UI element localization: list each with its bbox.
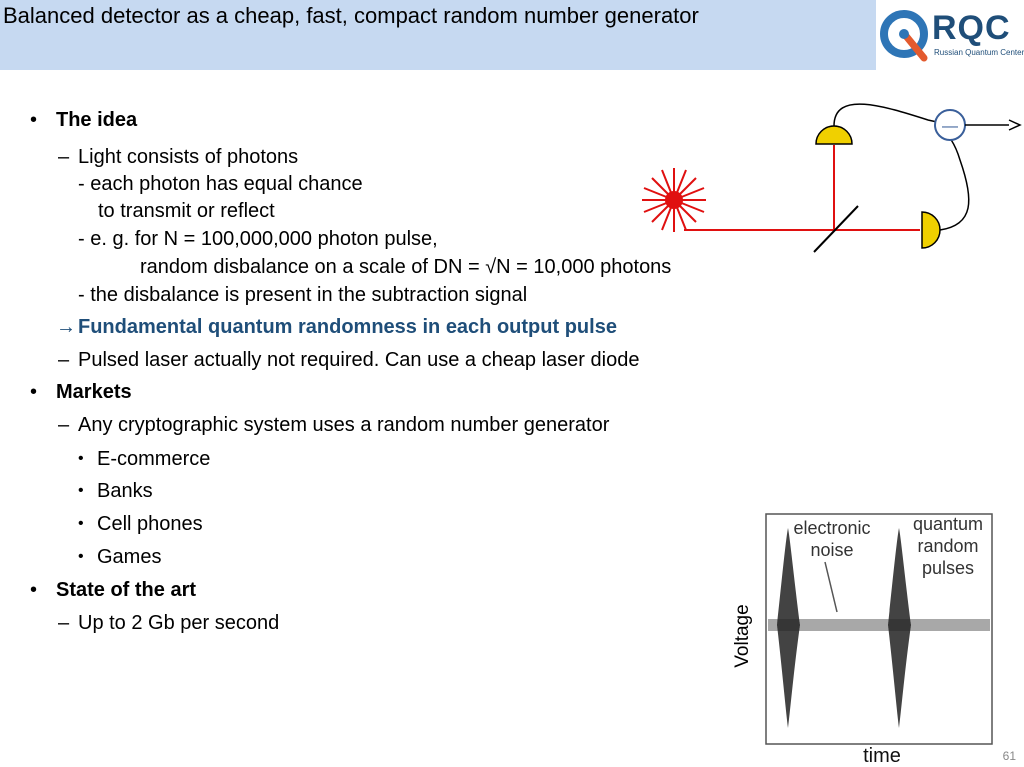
dash-marker: – (58, 612, 70, 634)
bullet-marker: • (30, 109, 38, 131)
markets-heading: Markets (56, 381, 132, 403)
noise-pointer (824, 561, 838, 613)
pulse-label-line3: pulses (922, 558, 974, 578)
fundamental-line: Fundamental quantum randomness in each o… (78, 316, 617, 338)
top-wire (833, 103, 938, 127)
bullet-marker: • (30, 381, 38, 403)
fundamental-arrow: → (56, 316, 76, 338)
title-bar: Balanced detector as a cheap, fast, comp… (0, 0, 876, 70)
slide-title: Balanced detector as a cheap, fast, comp… (3, 3, 699, 28)
pulse-label-line2: random (917, 536, 978, 556)
logo-subtitle: Russian Quantum Center (934, 48, 1024, 57)
bullet-marker: • (30, 579, 38, 601)
pulse-trace-2 (888, 528, 911, 728)
noise-label-line1: electronic (793, 518, 870, 538)
state-line: Up to 2 Gb per second (78, 612, 280, 634)
page-number: 61 (1002, 749, 1016, 763)
scope-trace-figure: Voltage electronic noise quantum random … (732, 513, 993, 764)
pulse-label-line1: quantum (913, 514, 983, 534)
y-axis-label: Voltage (732, 604, 753, 667)
market-item: Games (97, 546, 162, 568)
balanced-detector-diagram: — (642, 103, 1022, 253)
pulsed-line: Pulsed laser actually not required. Can … (78, 349, 640, 371)
idea-heading: The idea (56, 109, 138, 131)
logo-word: RQC (932, 9, 1011, 47)
bullet-marker: • (78, 450, 84, 467)
market-item: Banks (97, 480, 153, 502)
noise-band (768, 619, 990, 631)
chance-line-1: - each photon has equal chance (78, 173, 363, 195)
market-item: Cell phones (97, 513, 203, 535)
dash-marker: – (58, 414, 70, 436)
bullet-marker: • (78, 515, 84, 532)
rqc-logo: RQC Russian Quantum Center (878, 4, 1024, 70)
laser-core (665, 191, 683, 209)
dash-marker: – (58, 146, 70, 168)
beam-splitter (813, 205, 859, 253)
rqc-logo-icon (880, 10, 928, 62)
bullet-marker: • (78, 548, 84, 565)
market-item: E-commerce (97, 448, 211, 470)
state-heading: State of the art (56, 579, 197, 601)
output-arrow (1008, 119, 1022, 131)
crypto-line: Any cryptographic system uses a random n… (78, 414, 610, 436)
present-line: - the disbalance is present in the subtr… (78, 284, 528, 306)
light-line: Light consists of photons (78, 146, 299, 168)
x-axis-label: time (863, 745, 901, 764)
noise-label-line2: noise (810, 540, 853, 560)
example-line: - e. g. for N = 100,000,000 photon pulse… (78, 228, 438, 250)
dash-marker: – (58, 349, 70, 371)
disbalance-line: random disbalance on a scale of DN = √N … (140, 256, 672, 278)
right-detector (921, 211, 941, 249)
subtractor-symbol: — (942, 118, 958, 135)
right-wire (939, 136, 970, 231)
top-detector (815, 125, 853, 145)
pulse-trace-1 (777, 528, 800, 728)
chance-line-2: to transmit or reflect (98, 200, 275, 222)
scope-frame (765, 513, 993, 745)
bullet-marker: • (78, 482, 84, 499)
